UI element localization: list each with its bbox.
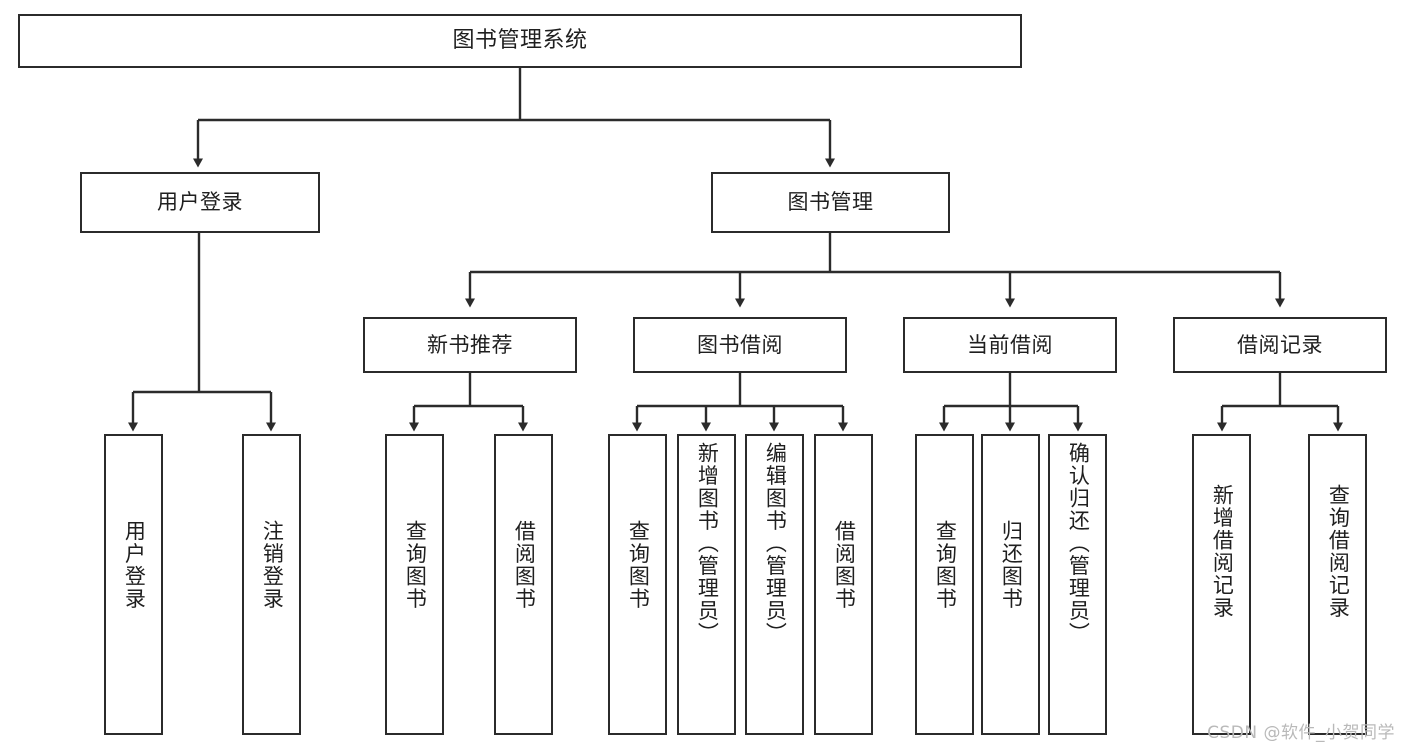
node-new-book-recommend[interactable]: 新书推荐 — [363, 317, 577, 373]
node-label: 借阅图书 — [832, 520, 857, 610]
node-label: 当前借阅 — [967, 332, 1053, 357]
node-leaf-query-borrow-record[interactable]: 查询借阅记录 — [1308, 434, 1367, 735]
node-leaf-add-borrow-record[interactable]: 新增借阅记录 — [1192, 434, 1251, 735]
node-borrow-record[interactable]: 借阅记录 — [1173, 317, 1387, 373]
node-label: 查询借阅记录 — [1326, 484, 1351, 619]
node-leaf-borrow-book[interactable]: 借阅图书 — [814, 434, 873, 735]
node-user-login[interactable]: 用户登录 — [80, 172, 320, 233]
watermark-text: CSDN @软件_小贺同学 — [1207, 723, 1395, 743]
node-label: 查询图书 — [403, 520, 428, 610]
node-label: 归还图书 — [999, 520, 1024, 610]
node-label: 新增图书（管理员） — [695, 442, 720, 645]
node-label: 注销登录 — [260, 520, 285, 610]
node-label: 借阅记录 — [1237, 332, 1323, 357]
node-label: 图书借阅 — [697, 332, 783, 357]
node-leaf-query-book-recommend[interactable]: 查询图书 — [385, 434, 444, 735]
node-leaf-logout[interactable]: 注销登录 — [242, 434, 301, 735]
node-current-borrow[interactable]: 当前借阅 — [903, 317, 1117, 373]
node-book-borrow[interactable]: 图书借阅 — [633, 317, 847, 373]
node-leaf-confirm-return-admin[interactable]: 确认归还（管理员） — [1048, 434, 1107, 735]
node-label: 借阅图书 — [512, 520, 537, 610]
node-leaf-query-book-current[interactable]: 查询图书 — [915, 434, 974, 735]
node-label: 查询图书 — [626, 520, 651, 610]
node-label: 用户登录 — [157, 190, 243, 215]
node-label: 图书管理系统 — [452, 28, 588, 54]
node-book-management[interactable]: 图书管理 — [711, 172, 950, 233]
node-label: 查询图书 — [933, 520, 958, 610]
node-leaf-edit-book-admin[interactable]: 编辑图书（管理员） — [745, 434, 804, 735]
node-label: 新书推荐 — [427, 332, 513, 357]
node-label: 编辑图书（管理员） — [763, 442, 788, 645]
node-leaf-user-login[interactable]: 用户登录 — [104, 434, 163, 735]
node-leaf-query-book-borrow[interactable]: 查询图书 — [608, 434, 667, 735]
node-label: 用户登录 — [122, 520, 147, 610]
node-label: 图书管理 — [787, 190, 874, 215]
node-leaf-add-book-admin[interactable]: 新增图书（管理员） — [677, 434, 736, 735]
node-leaf-borrow-book-recommend[interactable]: 借阅图书 — [494, 434, 553, 735]
node-label: 确认归还（管理员） — [1066, 442, 1091, 645]
node-leaf-return-book[interactable]: 归还图书 — [981, 434, 1040, 735]
node-label: 新增借阅记录 — [1210, 484, 1235, 619]
node-root-system[interactable]: 图书管理系统 — [18, 14, 1022, 68]
